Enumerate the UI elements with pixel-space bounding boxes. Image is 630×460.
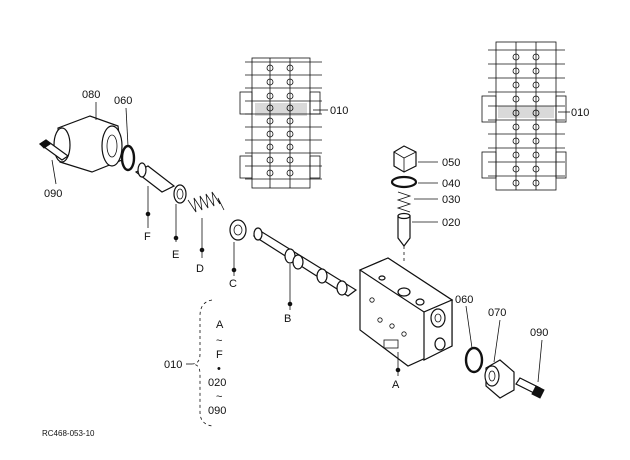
part-030-spring: [396, 191, 438, 213]
part-B-spool: [252, 227, 358, 310]
legend-line-7: 090: [208, 405, 226, 417]
label-080: 080: [82, 89, 100, 101]
label-070: 070: [488, 307, 506, 319]
label-010-right: 010: [571, 107, 589, 119]
valve-stack-thumbnail-center: [239, 57, 328, 189]
figure-code: RC468-053-10: [42, 429, 95, 438]
label-010-assembly: 010: [164, 359, 182, 371]
label-C: C: [229, 278, 237, 290]
assembly-bracket: [186, 299, 213, 427]
label-090-left: 090: [44, 188, 62, 200]
part-090-bolt-left: [38, 139, 70, 185]
legend-line-2: ~: [216, 335, 222, 347]
part-070-end-cap: [484, 319, 515, 399]
legend-line-4: •: [217, 363, 221, 375]
label-A: A: [392, 379, 400, 391]
part-080-cap: [53, 102, 123, 173]
label-060-top: 060: [114, 95, 132, 107]
legend-line-5: 020: [208, 377, 226, 389]
part-F-stem: [134, 162, 176, 228]
legend-line-6: ~: [216, 391, 222, 403]
label-010-center: 010: [330, 105, 348, 117]
label-E: E: [172, 249, 179, 261]
label-D: D: [196, 263, 204, 275]
label-B: B: [284, 313, 291, 325]
part-C-seat: [229, 219, 247, 276]
legend-line-1: A: [216, 319, 224, 331]
part-A-valve-body: [358, 257, 454, 376]
label-F: F: [144, 231, 151, 243]
part-D-spring: [187, 191, 225, 258]
part-060-oring-top: [120, 107, 136, 172]
legend-line-3: F: [216, 349, 223, 361]
label-060-bottom: 060: [455, 294, 473, 306]
label-040: 040: [442, 178, 460, 190]
part-060-oring-bottom: [464, 305, 484, 374]
part-050-plug: [393, 145, 438, 173]
part-020-poppet: [397, 212, 438, 262]
part-E-collar: [173, 184, 187, 242]
part-040-oring: [390, 175, 438, 189]
label-020: 020: [442, 217, 460, 229]
label-090-right: 090: [530, 327, 548, 339]
valve-stack-thumbnail-right: [481, 41, 570, 191]
label-050: 050: [442, 157, 460, 169]
label-030: 030: [442, 194, 460, 206]
part-090-bolt-right: [515, 339, 545, 399]
